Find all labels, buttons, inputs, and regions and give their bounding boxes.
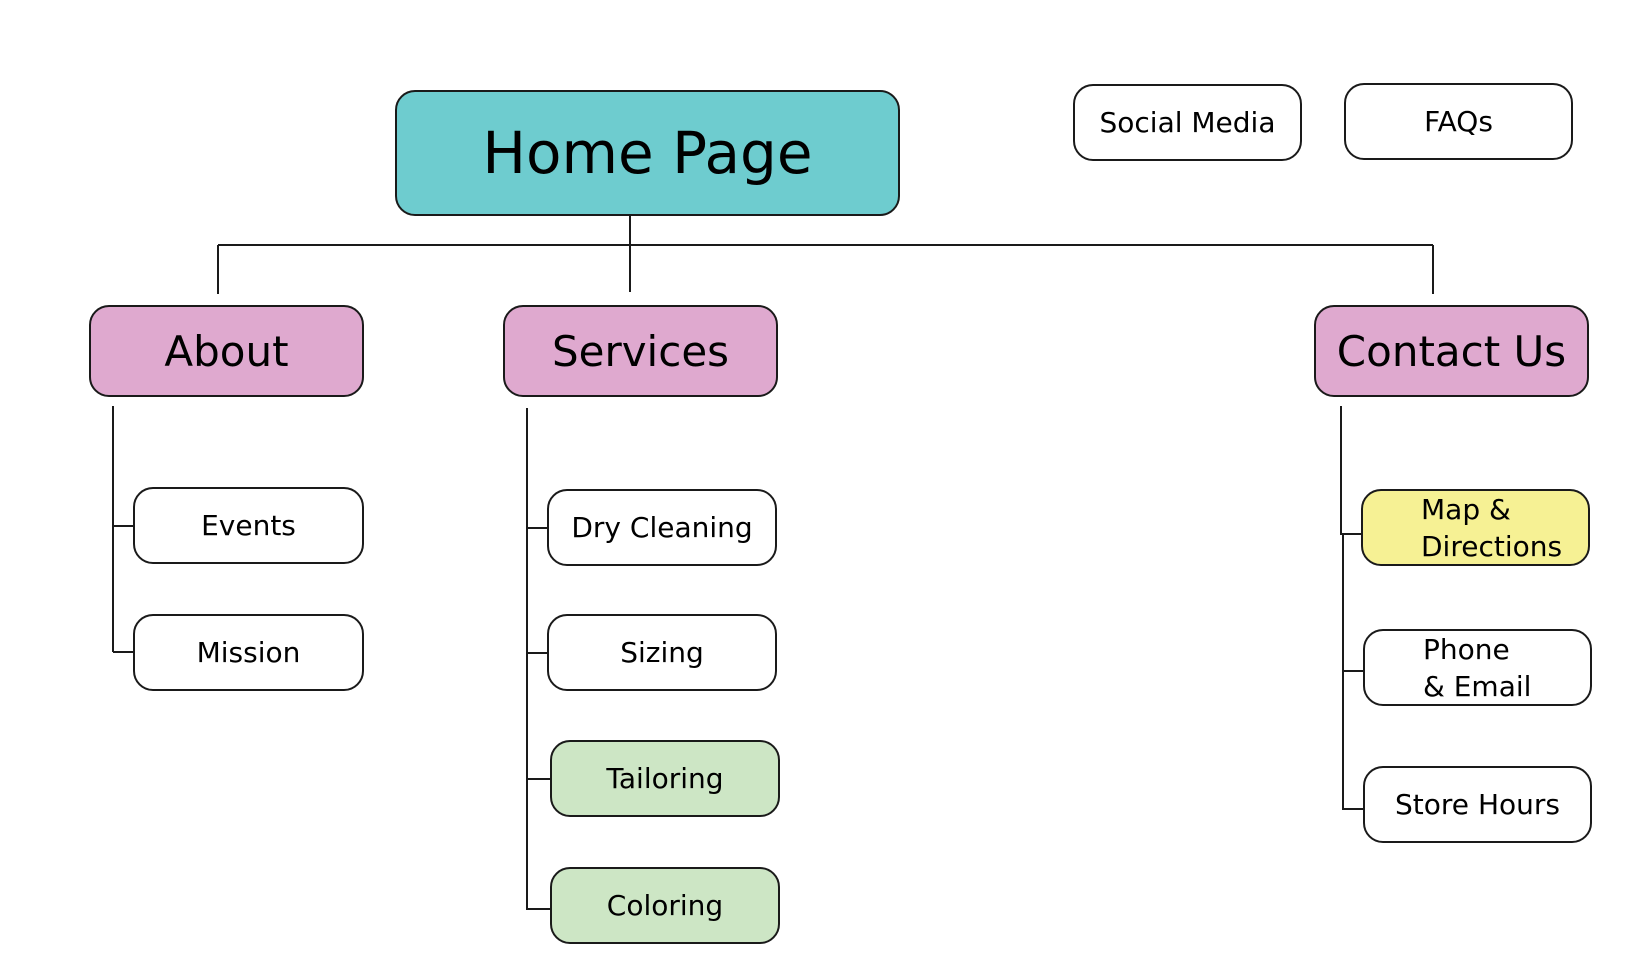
node-map-directions-line1: Map & — [1421, 492, 1511, 526]
node-map-directions-text: Map & Directions — [1421, 491, 1562, 565]
node-mission: Mission — [133, 614, 364, 691]
node-dry-cleaning-label: Dry Cleaning — [571, 511, 753, 544]
node-home-page: Home Page — [395, 90, 900, 216]
node-tailoring-label: Tailoring — [606, 762, 724, 795]
node-map-directions: Map & Directions — [1361, 489, 1590, 566]
node-tailoring: Tailoring — [550, 740, 780, 817]
node-phone-email-line2: & Email — [1423, 669, 1532, 703]
connector-contact-spine-lower — [1342, 534, 1363, 810]
connector-contact-spine-upper — [1340, 406, 1361, 535]
node-coloring: Coloring — [550, 867, 780, 944]
node-phone-email-text: Phone & Email — [1423, 631, 1531, 705]
node-services-label: Services — [551, 326, 730, 376]
node-about: About — [89, 305, 364, 397]
node-social-media-label: Social Media — [1099, 106, 1276, 139]
node-sizing-label: Sizing — [620, 636, 704, 669]
node-faqs: FAQs — [1344, 83, 1573, 160]
node-events-label: Events — [201, 509, 296, 542]
node-store-hours-label: Store Hours — [1395, 788, 1560, 821]
node-about-label: About — [164, 326, 289, 376]
node-phone-email-line1: Phone — [1423, 632, 1510, 666]
node-store-hours: Store Hours — [1363, 766, 1592, 843]
node-contact-us-label: Contact Us — [1336, 326, 1567, 376]
node-services: Services — [503, 305, 778, 397]
node-contact-us: Contact Us — [1314, 305, 1589, 397]
node-sizing: Sizing — [547, 614, 777, 691]
node-faqs-label: FAQs — [1424, 105, 1493, 138]
node-social-media: Social Media — [1073, 84, 1302, 161]
node-dry-cleaning: Dry Cleaning — [547, 489, 777, 566]
node-coloring-label: Coloring — [606, 889, 724, 922]
node-home-page-label: Home Page — [482, 119, 813, 187]
connector-services-spine — [526, 408, 550, 910]
node-events: Events — [133, 487, 364, 564]
node-mission-label: Mission — [196, 636, 301, 669]
node-phone-email: Phone & Email — [1363, 629, 1592, 706]
node-map-directions-line2: Directions — [1421, 529, 1563, 563]
